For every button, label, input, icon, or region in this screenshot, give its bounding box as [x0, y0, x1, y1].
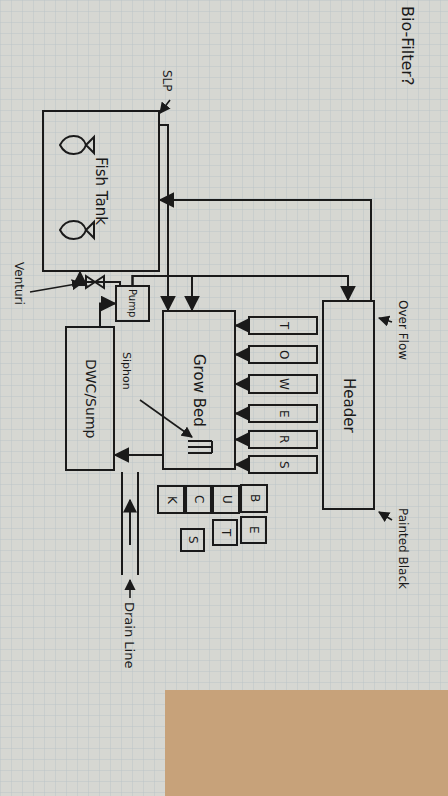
node-label: Pump	[127, 289, 138, 317]
siphon-symbol	[188, 441, 212, 453]
node-label: B	[247, 494, 260, 502]
component-box: S	[248, 455, 318, 474]
node-label: Fish Tank	[93, 157, 110, 225]
pipe-connector	[236, 439, 248, 441]
component-box: E	[248, 404, 318, 423]
pipe-connector	[236, 383, 248, 385]
annotation-label: Venturi	[12, 262, 25, 305]
pipe-connector	[160, 125, 168, 310]
pipe-connector	[236, 354, 248, 356]
component-box: DWC/Sump	[65, 326, 115, 471]
node-label: C	[192, 495, 205, 503]
node-label: K	[164, 496, 177, 504]
component-box: Fish Tank	[42, 110, 160, 272]
component-box: Grow Bed	[162, 310, 236, 470]
component-box: E	[240, 516, 267, 544]
node-label: U	[219, 495, 232, 504]
annotation-label: Painted Black	[396, 508, 409, 589]
drain-pipe	[122, 472, 138, 575]
node-label: S	[276, 461, 289, 469]
leader-lines	[30, 100, 392, 598]
node-label: W	[276, 378, 289, 390]
component-box: Header	[322, 300, 375, 510]
node-label: S	[186, 536, 199, 544]
node-label: R	[276, 435, 289, 443]
pipe-connector	[100, 304, 115, 327]
component-box: U	[212, 485, 240, 514]
component-box: B	[240, 484, 268, 513]
node-label: T	[276, 322, 289, 329]
fish-symbols	[60, 136, 94, 239]
wood-board	[165, 690, 448, 796]
annotation-label: Drain Line	[122, 602, 136, 668]
node-label: O	[276, 350, 289, 359]
component-box: S	[180, 528, 205, 552]
component-box: K	[157, 485, 185, 514]
component-box: O	[248, 345, 318, 364]
pipe-connector	[80, 272, 120, 285]
annotation-label: SLP	[160, 70, 173, 92]
node-label: E	[247, 526, 260, 534]
annotation-label: Bio-Filter?	[398, 6, 416, 85]
component-box: C	[185, 485, 212, 514]
pipe-connector	[236, 325, 248, 327]
node-label: T	[218, 529, 231, 536]
pipe-connector	[115, 454, 162, 456]
node-label: Grow Bed	[191, 354, 208, 427]
pipe-connector	[133, 276, 349, 300]
node-label: DWC/Sump	[82, 359, 97, 438]
annotation-label: Over Flow	[396, 300, 409, 360]
component-box: Pump	[115, 285, 150, 322]
component-box: R	[248, 430, 318, 449]
pipe-connector	[133, 276, 193, 310]
node-label: Header	[340, 378, 357, 433]
pipe-connector	[160, 200, 371, 300]
component-box: T	[248, 316, 318, 335]
pipe-connector	[236, 413, 248, 415]
annotation-label: Siphon	[120, 352, 132, 390]
component-box: W	[248, 374, 318, 394]
node-label: E	[276, 410, 289, 418]
pipe-connector	[236, 464, 248, 466]
component-box: T	[212, 519, 238, 546]
